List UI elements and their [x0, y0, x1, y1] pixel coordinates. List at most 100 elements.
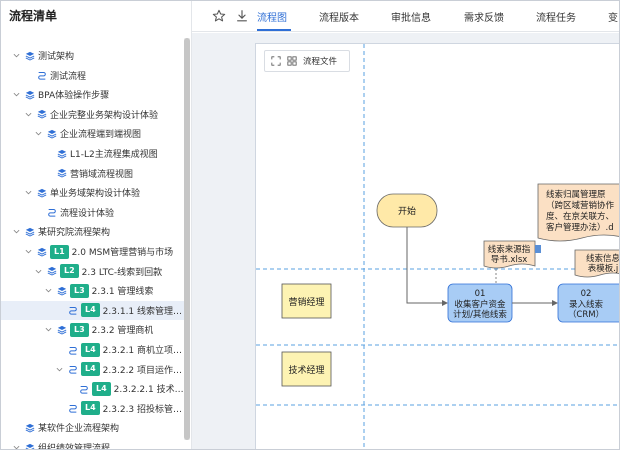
task-01-line2: 计划/其他线索	[453, 309, 507, 320]
tree-item[interactable]: 某研究院流程架构	[0, 222, 184, 241]
task-02-line1: 录入线索	[569, 299, 603, 310]
doc-rules-line4: 客户管理办法）.d	[546, 222, 614, 233]
layers-icon	[36, 246, 47, 257]
flow-icon	[36, 70, 47, 81]
download-icon[interactable]	[235, 9, 249, 23]
tab-change[interactable]: 变	[608, 13, 618, 24]
start-node-label: 开始	[398, 205, 416, 217]
tree-item-label: 单业务域架构设计体验	[50, 189, 141, 200]
sidebar-scroll-thumb[interactable]	[184, 38, 190, 440]
doc-lead-ownership-rules	[537, 183, 620, 242]
tree-item[interactable]: 营销域流程视图	[0, 164, 184, 183]
chevron-down-icon[interactable]	[24, 188, 33, 197]
star-icon[interactable]	[212, 9, 226, 23]
layers-icon	[56, 148, 67, 159]
level-badge: L4	[81, 342, 100, 357]
flow-icon	[46, 207, 57, 218]
chevron-down-icon[interactable]	[24, 247, 33, 256]
level-badge: L1	[50, 244, 69, 259]
tree-item-label: 某研究院流程架构	[38, 228, 111, 239]
sidebar-scrollbar[interactable]	[184, 38, 190, 440]
level-badge: L4	[81, 303, 100, 318]
tree-item[interactable]: L42.3.2.2.1 技术方案编制...	[0, 379, 184, 398]
canvas-toolbar: 流程文件	[264, 50, 350, 72]
level-badge: L4	[81, 401, 100, 416]
layers-icon	[24, 226, 35, 237]
chevron-down-icon[interactable]	[12, 90, 21, 99]
tree-item[interactable]: 企业流程端到端视图	[0, 124, 184, 143]
chevron-down-icon[interactable]	[12, 443, 21, 450]
tree-item-label: 2.3.2.1 商机立项流程	[102, 346, 184, 356]
fullscreen-icon[interactable]	[271, 56, 281, 66]
layers-icon	[24, 442, 35, 450]
spacer	[55, 404, 64, 413]
attachment-icon	[535, 245, 541, 253]
spacer	[34, 208, 43, 217]
tab-bar: 流程图 流程版本 审批信息 需求反馈 流程任务 变	[192, 0, 620, 32]
layers-icon	[56, 168, 67, 179]
tree-item-label: 2.3.2 管理商机	[91, 326, 154, 337]
connector-start-to-task1	[406, 227, 442, 304]
tree-item[interactable]: 测试流程	[0, 66, 184, 85]
tree-item[interactable]: 企业完整业务架构设计体验	[0, 105, 184, 124]
chevron-down-icon[interactable]	[55, 365, 64, 374]
doc-lead-guide	[483, 240, 536, 269]
flow-icon	[67, 364, 78, 375]
chevron-down-icon[interactable]	[34, 129, 43, 138]
level-badge: L3	[70, 322, 89, 337]
tree-item[interactable]: L1-L2主流程集成视图	[0, 144, 184, 163]
tab-feedback[interactable]: 需求反馈	[464, 13, 504, 24]
tab-process-tasks[interactable]: 流程任务	[536, 13, 576, 24]
tree-item[interactable]: 流程设计体验	[0, 203, 184, 222]
flowchart-diagram: 营销经理 技术经理 开始 线索来源指 导书.xlsx 01 收集客户资金 计划/…	[256, 44, 620, 450]
chevron-down-icon[interactable]	[24, 110, 33, 119]
grid-icon[interactable]	[287, 56, 297, 66]
process-file-button[interactable]: 流程文件	[303, 57, 338, 67]
chevron-down-icon[interactable]	[44, 286, 53, 295]
tree-item-label: 某软件企业流程架构	[38, 424, 120, 435]
tree-item[interactable]: 测试架构	[0, 46, 184, 65]
level-badge: L3	[70, 283, 89, 298]
layers-icon	[46, 266, 57, 277]
doc-rules-line3: 度、在京关联方、	[546, 211, 614, 222]
tree-item[interactable]: 组织绩效管理流程	[0, 438, 184, 450]
tree-item[interactable]: 单业务域架构设计体验	[0, 183, 184, 202]
tab-approval-info[interactable]: 审批信息	[391, 13, 431, 24]
spacer	[24, 71, 33, 80]
tree-item[interactable]: L42.3.2.3 招投标管理流程	[0, 399, 184, 418]
level-badge: L4	[92, 381, 111, 396]
tree-item[interactable]: L42.3.2.2 项目运作管理（...	[0, 360, 184, 379]
tree-item-label: 营销域流程视图	[70, 169, 134, 180]
layers-icon	[36, 187, 47, 198]
spacer	[66, 384, 75, 393]
arrow-head	[442, 300, 448, 306]
task-01-number: 01	[475, 289, 486, 299]
tree-item[interactable]: 某软件企业流程架构	[0, 418, 184, 437]
tree-item-label: BPA体验操作步骤	[38, 91, 110, 102]
layers-icon	[36, 109, 47, 120]
lane-marketing-manager-box	[281, 283, 332, 319]
layers-icon	[56, 285, 67, 296]
tree-item[interactable]: BPA体验操作步骤	[0, 85, 184, 104]
task-02	[557, 283, 620, 323]
task-01-line1: 收集客户资金	[454, 299, 506, 310]
chevron-down-icon[interactable]	[12, 227, 21, 236]
tree-item-label: 企业流程端到端视图	[60, 130, 142, 141]
lane-marketing-manager-label: 营销经理	[288, 296, 324, 308]
tab-flowchart[interactable]: 流程图	[257, 13, 287, 24]
tab-process-version[interactable]: 流程版本	[319, 13, 359, 24]
chevron-down-icon[interactable]	[34, 267, 43, 276]
arrow-head	[552, 300, 558, 306]
chevron-down-icon[interactable]	[12, 51, 21, 60]
task-02-line2: （CRM）	[568, 309, 604, 320]
flowchart-canvas[interactable]: 营销经理 技术经理 开始 线索来源指 导书.xlsx 01 收集客户资金 计划/…	[255, 43, 620, 450]
chevron-down-icon[interactable]	[44, 325, 53, 334]
tree-item-label: 2.3.2.2.1 技术方案编制...	[113, 385, 184, 396]
tree-item-label: 组织绩效管理流程	[38, 444, 111, 450]
